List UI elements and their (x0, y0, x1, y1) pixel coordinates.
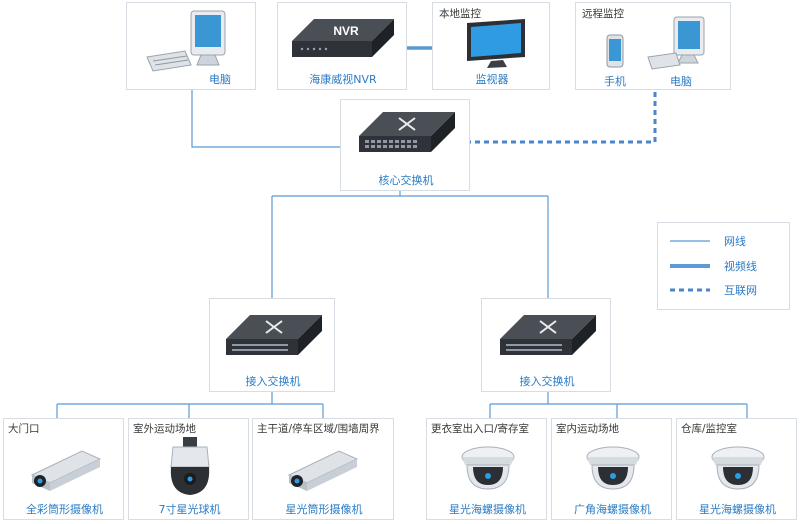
core-switch-panel: 核心交换机 (340, 99, 470, 191)
conch-camera-icon (711, 446, 765, 490)
camera-area-4: 更衣室出入口/寄存室 (431, 423, 530, 435)
monitor-icon (467, 19, 525, 68)
camera-area-3: 主干道/停车区域/围墙周界 (257, 423, 380, 435)
camera-panel-5: 室内运动场地 广角海螺摄像机 (551, 418, 672, 520)
bullet-camera-icon (30, 450, 102, 491)
right-access-switch-panel: 接入交换机 (481, 298, 611, 392)
camera-panel-6: 仓库/监控室 星光海螺摄像机 (676, 418, 797, 520)
nvr-recorder-icon: NVR (292, 19, 394, 57)
nvr-panel: NVR 海康威视NVR (277, 2, 407, 90)
camera-label-2: 7寸星光球机 (158, 503, 221, 516)
monitor-label: 监视器 (475, 73, 509, 86)
remote-monitor-title: 远程监控 (582, 8, 624, 20)
legend-network-line (670, 240, 710, 242)
camera-area-6: 仓库/监控室 (681, 423, 738, 435)
ptz-dome-camera-icon (170, 437, 210, 495)
legend-internet-line (670, 288, 710, 292)
legend-video-label: 视频线 (724, 260, 757, 273)
conch-camera-icon (461, 446, 515, 490)
camera-area-1: 大门口 (8, 423, 40, 435)
left-access-switch-label: 接入交换机 (245, 375, 301, 388)
pc-label: 电脑 (209, 73, 231, 86)
remote-monitor-panel: 远程监控 手机 电脑 (575, 2, 731, 90)
right-access-switch-label: 接入交换机 (519, 375, 575, 388)
legend-video-line (670, 264, 710, 268)
nvr-badge: NVR (333, 24, 359, 38)
bullet-camera-icon (287, 450, 359, 491)
left-access-switch-icon (226, 315, 322, 355)
camera-label-1: 全彩筒形摄像机 (26, 503, 103, 516)
right-access-switch-icon (500, 315, 596, 355)
camera-panel-2: 室外运动场地 7寸星光球机 (128, 418, 249, 520)
network-line-pc (191, 90, 340, 148)
remote-computer-icon (647, 16, 705, 70)
legend-internet-label: 互联网 (724, 284, 757, 297)
core-switch-icon (359, 112, 455, 152)
wide-angle-conch-camera-icon (586, 446, 640, 490)
nvr-label: 海康威视NVR (309, 73, 377, 86)
legend-panel: 网线 视频线 互联网 (657, 222, 790, 310)
camera-label-5: 广角海螺摄像机 (574, 503, 651, 516)
camera-area-5: 室内运动场地 (556, 423, 619, 435)
core-switch-label: 核心交换机 (378, 174, 434, 187)
camera-panel-3: 主干道/停车区域/围墙周界 星光筒形摄像机 (252, 418, 394, 520)
desktop-computer-icon (146, 10, 226, 72)
camera-label-6: 星光海螺摄像机 (699, 503, 776, 516)
remote-pc-label: 电脑 (670, 75, 692, 88)
camera-label-3: 星光筒形摄像机 (285, 503, 363, 516)
pc-panel: 电脑 (126, 2, 256, 90)
phone-icon (606, 34, 624, 68)
camera-panel-4: 更衣室出入口/寄存室 星光海螺摄像机 (426, 418, 547, 520)
camera-area-2: 室外运动场地 (133, 423, 196, 435)
local-monitor-panel: 本地监控 监视器 (432, 2, 550, 90)
camera-panel-1: 大门口 全彩筒形摄像机 (3, 418, 124, 520)
camera-label-4: 星光海螺摄像机 (449, 503, 526, 516)
phone-label: 手机 (604, 75, 626, 88)
left-access-switch-panel: 接入交换机 (209, 298, 335, 392)
local-monitor-title: 本地监控 (439, 8, 481, 20)
internet-line-remote (470, 92, 657, 144)
legend-network-label: 网线 (724, 235, 746, 248)
